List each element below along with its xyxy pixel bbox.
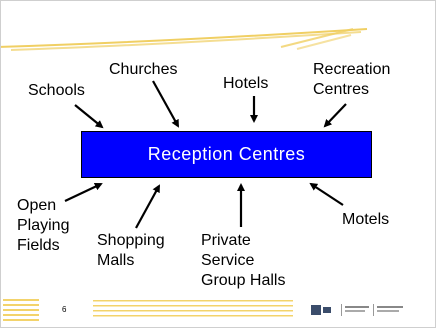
node-shopping-malls: Shopping Malls <box>97 232 165 269</box>
arrow-churches <box>152 80 179 128</box>
node-private-service-group-halls: Private Service Group Halls <box>201 232 286 289</box>
header-swoosh <box>1 28 368 51</box>
arrow-shopping-malls <box>135 184 160 229</box>
arrow-recreation-centres <box>323 103 347 128</box>
node-schools: Schools <box>28 82 85 99</box>
reception-centres-box: Reception Centres <box>81 131 372 178</box>
node-motels: Motels <box>342 211 390 228</box>
arrow-open-playing-fields <box>64 182 103 202</box>
node-open-playing-fields: Open Playing Fields <box>17 197 70 254</box>
reception-centres-label: Reception Centres <box>147 144 306 164</box>
node-hotels: Hotels <box>223 75 269 92</box>
footer-stripes-left <box>3 299 39 321</box>
page-number: 6 <box>62 305 67 314</box>
university-logo <box>311 304 403 316</box>
node-churches: Churches <box>109 61 178 78</box>
footer-stripes-middle <box>93 300 293 317</box>
arrow-schools <box>74 104 104 129</box>
arrow-motels <box>309 182 344 206</box>
node-recreation-centres: Recreation Centres <box>313 61 391 98</box>
